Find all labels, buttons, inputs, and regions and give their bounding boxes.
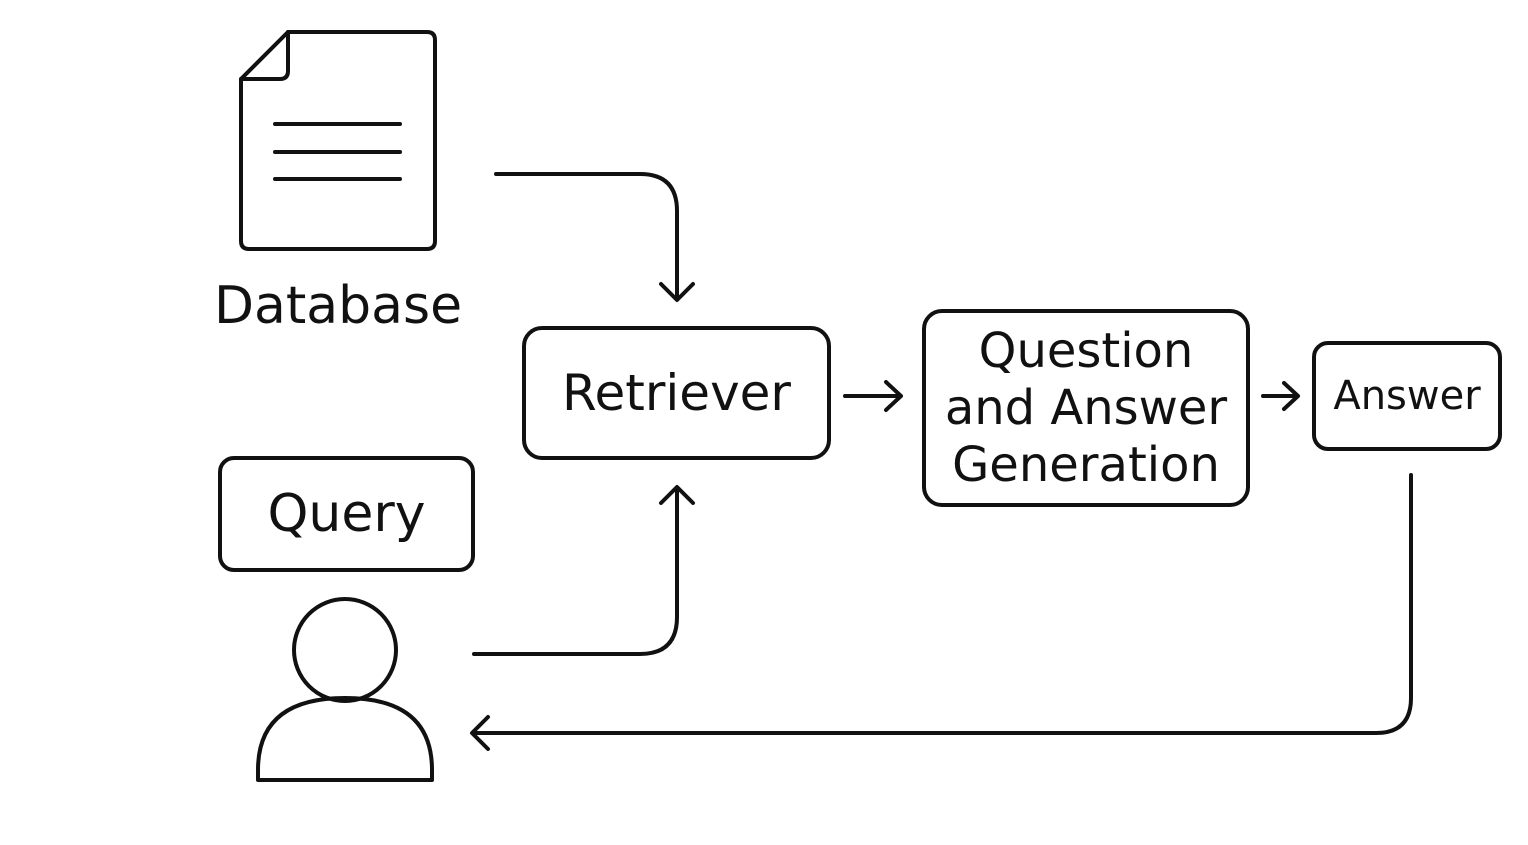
user-icon	[256, 597, 434, 782]
arrow-database-to-retriever	[494, 172, 695, 302]
retriever-label: Retriever	[562, 364, 791, 422]
answer-box: Answer	[1312, 341, 1502, 451]
document-icon	[239, 30, 437, 251]
qa-generation-box: Question and Answer Generation	[922, 309, 1250, 507]
arrow-qa-to-answer	[1261, 381, 1300, 411]
qa-label-line-2: and Answer	[944, 379, 1228, 436]
query-box: Query	[218, 456, 475, 572]
query-label: Query	[267, 484, 426, 544]
qa-label-line-1: Question	[978, 322, 1194, 379]
database-label: Database	[213, 276, 463, 336]
qa-label-line-3: Generation	[952, 436, 1220, 493]
arrow-user-to-retriever	[472, 485, 695, 656]
answer-label: Answer	[1333, 373, 1481, 419]
arrow-answer-to-user	[470, 473, 1413, 751]
retriever-box: Retriever	[522, 326, 831, 460]
arrow-retriever-to-qa	[843, 380, 903, 412]
